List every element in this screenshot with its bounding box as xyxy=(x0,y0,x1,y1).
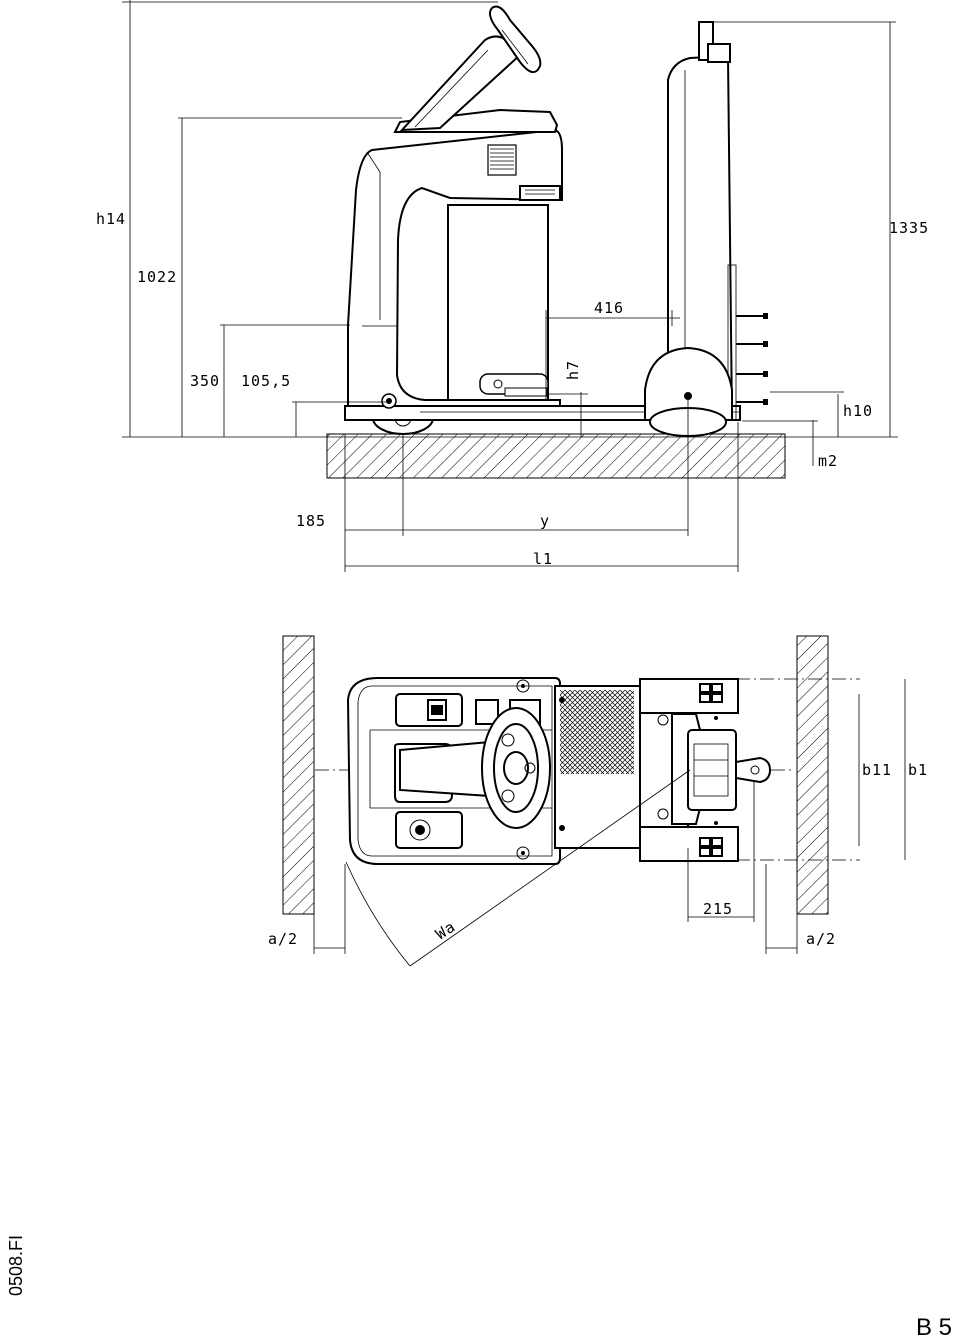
fork-tines xyxy=(736,313,768,405)
top-dimensions xyxy=(313,679,906,954)
dim-wa: Wa xyxy=(432,917,459,943)
aisle-wall-right xyxy=(796,635,829,915)
dim-h7: h7 xyxy=(564,360,582,380)
dim-1022: 1022 xyxy=(137,268,177,286)
page-label: B 5 xyxy=(915,1314,952,1341)
side-dimensions xyxy=(122,0,898,572)
dim-b1: b1 xyxy=(908,761,928,779)
dim-a2-right: a/2 xyxy=(806,930,836,948)
drive-wheel xyxy=(644,346,733,437)
dim-y: y xyxy=(540,512,550,530)
operator-console xyxy=(347,128,563,407)
turning-radius-arc xyxy=(345,861,411,967)
svg-text:0508.FI: 0508.FI xyxy=(6,1236,26,1296)
dim-105-5: 105,5 xyxy=(241,372,291,390)
tiller-arm xyxy=(399,5,542,132)
side-view: h14 1022 350 105,5 h7 416 1335 h10 m2 18… xyxy=(96,0,929,572)
dim-h14: h14 xyxy=(96,210,126,228)
dim-1335: 1335 xyxy=(889,219,929,237)
top-view: b11 b1 215 Wa a/2 a/2 xyxy=(268,635,928,967)
fork-tines-top xyxy=(639,678,739,862)
sheet-code-label: 0508.FI xyxy=(6,1236,26,1296)
dim-185: 185 xyxy=(296,512,326,530)
dim-l1: l1 xyxy=(533,550,553,568)
dim-416: 416 xyxy=(594,299,624,317)
floor-hatch xyxy=(326,433,786,479)
vent-grille-icon xyxy=(487,144,517,176)
dim-215: 215 xyxy=(703,900,733,918)
dim-a2-left: a/2 xyxy=(268,930,298,948)
steering-wheel-icon xyxy=(481,707,551,829)
caster-wheel-icon xyxy=(381,393,397,409)
dim-m2: m2 xyxy=(818,452,838,470)
dim-350: 350 xyxy=(190,372,220,390)
tow-pin-icon xyxy=(479,373,549,397)
tow-hitch-icon xyxy=(735,756,772,784)
aisle-wall-left xyxy=(282,635,315,915)
dim-b11: b11 xyxy=(862,761,892,779)
dim-h10: h10 xyxy=(843,402,873,420)
